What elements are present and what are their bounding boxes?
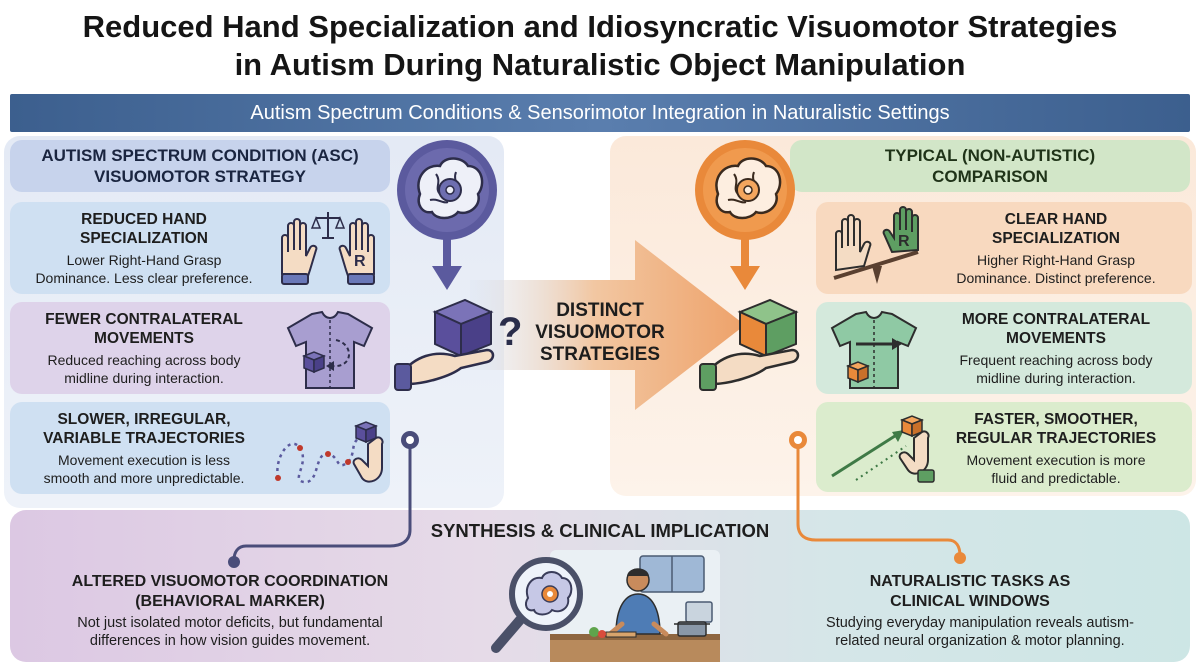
card-title-line-1: CLEAR HAND [1004, 211, 1108, 228]
svg-text:R: R [898, 233, 910, 250]
synthesis-left-description: Not just isolated motor deficits, but fu… [40, 614, 420, 650]
page-title: Reduced Hand Specialization and Idiosync… [0, 8, 1200, 84]
asc-brain-gear-icon [397, 140, 497, 290]
card-title-line-2: VARIABLE TRAJECTORIES [43, 430, 245, 447]
card-desc-line-1: Higher Right-Hand Grasp [977, 252, 1135, 268]
synthesis-right-title-line-1: NATURALISTIC TASKS AS [869, 573, 1071, 590]
synthesis-left-title-line-2: (BEHAVIORAL MARKER) [135, 593, 325, 610]
card-title-line-2: MOVEMENTS [94, 330, 194, 347]
typical-header: TYPICAL (NON-AUTISTIC) COMPARISON [790, 140, 1190, 192]
card-desc-line-2: midline during interaction. [64, 370, 224, 386]
card-title-line-1: FEWER CONTRALATERAL [45, 311, 243, 328]
asc-card-trajectories: SLOWER, IRREGULAR, VARIABLE TRAJECTORIES… [10, 402, 390, 494]
asc-card-contralateral: FEWER CONTRALATERAL MOVEMENTS Reduced re… [10, 302, 390, 394]
asc-header-line-2: VISUOMOTOR STRATEGY [94, 167, 306, 186]
card-description: Reduced reaching across body midline dur… [24, 351, 264, 387]
asc-header: AUTISM SPECTRUM CONDITION (ASC) VISUOMOT… [10, 140, 390, 192]
card-title: CLEAR HAND SPECIALIZATION [926, 210, 1186, 248]
typical-header-line-1: TYPICAL (NON-AUTISTIC) [884, 146, 1096, 165]
synthesis-left-desc-line-2: differences in how vision guides movemen… [89, 633, 371, 649]
center-label-line-1: DISTINCT [556, 300, 644, 321]
question-mark: ? [498, 310, 523, 354]
asc-header-line-1: AUTISM SPECTRUM CONDITION (ASC) [41, 146, 359, 165]
card-title-line-2: REGULAR TRAJECTORIES [955, 430, 1157, 447]
typical-hand-cube-icon [699, 298, 800, 391]
card-title: FEWER CONTRALATERAL MOVEMENTS [24, 310, 264, 348]
irregular-trajectory-icon [275, 421, 384, 484]
center-label: DISTINCT VISUOMOTOR STRATEGIES [530, 300, 670, 366]
synthesis-right-title: NATURALISTIC TASKS AS CLINICAL WINDOWS [790, 572, 1150, 612]
hand-letter-r: R [354, 253, 366, 270]
card-title: SLOWER, IRREGULAR, VARIABLE TRAJECTORIES [24, 410, 264, 448]
synthesis-left-desc-line-1: Not just isolated motor deficits, but fu… [77, 615, 383, 631]
title-line-2: in Autism During Naturalistic Object Man… [234, 47, 966, 82]
card-description: Movement execution is more fluid and pre… [926, 451, 1186, 487]
synthesis-title: SYNTHESIS & CLINICAL IMPLICATION [430, 520, 770, 541]
card-desc-line-1: Lower Right-Hand Grasp [66, 252, 222, 268]
big-arrow-icon [470, 240, 745, 410]
synthesis-left-title-line-1: ALTERED VISUOMOTOR COORDINATION [71, 573, 389, 590]
card-desc-line-2: midline during interaction. [976, 370, 1136, 386]
card-desc-line-1: Movement execution is less [58, 452, 230, 468]
card-title: FASTER, SMOOTHER, REGULAR TRAJECTORIES [926, 410, 1186, 448]
hands-scale-icon: R [281, 212, 375, 285]
card-desc-line-2: Dominance. Distinct preference. [956, 270, 1156, 286]
card-desc-line-1: Reduced reaching across body [47, 352, 241, 368]
typical-card-hand-specialization: R CLEAR HAND SPECIALIZATION Higher Right… [816, 202, 1192, 294]
card-desc-line-2: Dominance. Less clear preference. [35, 270, 253, 286]
card-title-line-2: SPECIALIZATION [79, 230, 209, 247]
synthesis-left-title: ALTERED VISUOMOTOR COORDINATION (BEHAVIO… [40, 572, 420, 612]
card-desc-line-2: smooth and more unpredictable. [43, 470, 245, 486]
synthesis-right-desc-line-2: related neural organization & motor plan… [835, 633, 1125, 649]
asc-hand-cube-icon [394, 298, 495, 391]
card-title-line-2: SPECIALIZATION [991, 230, 1121, 247]
card-description: Movement execution is less smooth and mo… [24, 451, 264, 487]
subtitle-banner: Autism Spectrum Conditions & Sensorimoto… [10, 94, 1190, 132]
card-desc-line-1: Frequent reaching across body [959, 352, 1153, 368]
card-desc-line-1: Movement execution is more [966, 452, 1146, 468]
synthesis-right-title-line-2: CLINICAL WINDOWS [890, 593, 1050, 610]
card-title: REDUCED HAND SPECIALIZATION [24, 210, 264, 248]
card-title: MORE CONTRALATERAL MOVEMENTS [926, 310, 1186, 348]
card-description: Lower Right-Hand Grasp Dominance. Less c… [24, 251, 264, 287]
card-description: Frequent reaching across body midline du… [926, 351, 1186, 387]
center-label-line-3: STRATEGIES [540, 344, 660, 365]
asc-card-hand-specialization: REDUCED HAND SPECIALIZATION Lower Right-… [10, 202, 390, 294]
card-title-line-1: FASTER, SMOOTHER, [974, 411, 1138, 428]
synthesis-right-desc-line-1: Studying everyday manipulation reveals a… [826, 615, 1134, 631]
card-desc-line-2: fluid and predictable. [991, 470, 1121, 486]
card-title-line-1: SLOWER, IRREGULAR, [57, 411, 231, 428]
card-title-line-1: MORE CONTRALATERAL [961, 311, 1151, 328]
synthesis-right-description: Studying everyday manipulation reveals a… [790, 614, 1170, 650]
typical-card-contralateral: MORE CONTRALATERAL MOVEMENTS Frequent re… [816, 302, 1192, 394]
shirt-arrow-icon [830, 310, 918, 389]
typical-card-trajectories: FASTER, SMOOTHER, REGULAR TRAJECTORIES M… [816, 402, 1192, 492]
card-title-line-1: REDUCED HAND [81, 211, 207, 228]
title-line-1: Reduced Hand Specialization and Idiosync… [82, 9, 1118, 44]
shirt-arrow-icon [286, 310, 374, 389]
card-description: Higher Right-Hand Grasp Dominance. Disti… [926, 251, 1186, 287]
card-title-line-2: MOVEMENTS [1006, 330, 1106, 347]
typical-header-line-2: COMPARISON [932, 167, 1048, 186]
smooth-trajectory-icon [831, 415, 935, 483]
center-label-line-2: VISUOMOTOR [535, 322, 665, 343]
hands-seesaw-icon: R [833, 206, 919, 284]
typical-brain-gear-icon [695, 140, 795, 290]
magnifier-kitchen-icon [491, 550, 720, 662]
